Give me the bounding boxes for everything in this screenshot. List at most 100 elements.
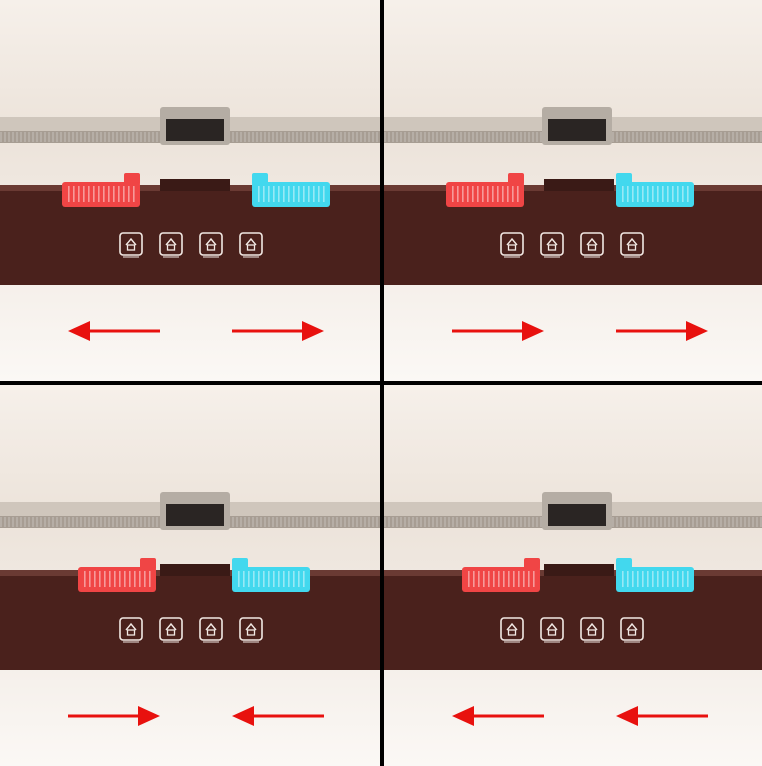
slider-ridge — [68, 186, 70, 202]
panel-top-left — [0, 0, 380, 381]
icon-roof — [245, 622, 257, 631]
slider-ridge — [98, 186, 100, 202]
brush-fiber — [128, 132, 130, 142]
icon-frame — [580, 232, 604, 256]
brush-fiber — [412, 132, 414, 142]
icon-roof — [626, 237, 638, 246]
brush-fiber — [760, 517, 762, 527]
brush-fiber — [636, 132, 638, 142]
brush-fiber — [452, 517, 454, 527]
brush-fiber — [756, 132, 758, 142]
slider-ridge — [73, 186, 75, 202]
brush-fiber — [488, 132, 490, 142]
brush-fiber — [316, 132, 318, 142]
brush-fiber — [484, 517, 486, 527]
brush-fiber — [340, 517, 342, 527]
icon-roof — [165, 237, 177, 246]
slider-ridge — [253, 571, 255, 587]
brush-fiber — [292, 132, 294, 142]
icon-roof — [546, 622, 558, 631]
brush-fiber — [660, 517, 662, 527]
brush-fiber — [8, 132, 10, 142]
brush-fiber — [612, 132, 614, 142]
brush-fiber — [456, 517, 458, 527]
brush-fiber — [304, 517, 306, 527]
slider-ridge — [687, 571, 689, 587]
brush-fiber — [532, 132, 534, 142]
slider-ridge — [473, 571, 475, 587]
brush-fiber — [32, 517, 34, 527]
icon-house — [246, 244, 256, 251]
icon-roof — [586, 237, 598, 246]
brush-fiber — [684, 517, 686, 527]
brush-fiber — [400, 132, 402, 142]
brush-fiber — [284, 132, 286, 142]
slider-ridge — [478, 571, 480, 587]
brush-fiber — [444, 132, 446, 142]
brush-fiber — [300, 132, 302, 142]
slider-ridge — [498, 571, 500, 587]
home-icon — [500, 232, 524, 258]
slider-ridge — [497, 186, 499, 202]
brush-fiber — [624, 132, 626, 142]
slider-ridge — [482, 186, 484, 202]
panel-top-right — [384, 0, 762, 381]
arrow-shaft — [232, 329, 304, 333]
slider-ridge — [487, 186, 489, 202]
brush-fiber — [708, 517, 710, 527]
slider-ridge — [647, 186, 649, 202]
rail-clip-window — [548, 504, 606, 526]
slider-ridge — [283, 186, 285, 202]
slider-body — [616, 182, 694, 207]
brush-fiber — [528, 132, 530, 142]
brush-fiber — [740, 517, 742, 527]
brush-fiber — [92, 132, 94, 142]
brush-fiber — [428, 132, 430, 142]
slider-ridge — [99, 571, 101, 587]
brush-fiber — [620, 132, 622, 142]
brush-fiber — [748, 517, 750, 527]
icon-roof — [586, 622, 598, 631]
brush-fiber — [148, 132, 150, 142]
brush-fiber — [332, 517, 334, 527]
brush-fiber — [280, 132, 282, 142]
slider-body — [232, 567, 310, 592]
brush-fiber — [680, 132, 682, 142]
arrow-shaft — [88, 329, 160, 333]
brush-fiber — [408, 132, 410, 142]
brush-fiber — [152, 517, 154, 527]
panel-illustration — [0, 385, 380, 766]
brush-fiber — [340, 132, 342, 142]
home-right-icon — [540, 232, 564, 258]
brush-fiber — [372, 517, 374, 527]
brush-fiber — [696, 132, 698, 142]
slider-ridge — [477, 186, 479, 202]
brush-fiber — [124, 132, 126, 142]
brush-fiber — [376, 517, 378, 527]
brush-fiber — [88, 132, 90, 142]
slider-ridge — [83, 186, 85, 202]
brush-fiber — [624, 517, 626, 527]
brush-fiber — [328, 517, 330, 527]
brush-fiber — [628, 132, 630, 142]
slider-ridge — [672, 186, 674, 202]
slider-ridge — [283, 571, 285, 587]
slider-ridge — [323, 186, 325, 202]
slider-ridge — [627, 571, 629, 587]
brush-fiber — [664, 517, 666, 527]
arrow-head — [138, 706, 160, 726]
icon-frame — [620, 617, 644, 641]
brush-fiber — [368, 132, 370, 142]
slider-ridge — [139, 571, 141, 587]
home-icon — [119, 232, 143, 258]
blue-slider — [232, 558, 310, 592]
slider-ridge — [677, 571, 679, 587]
slider-ridge — [293, 186, 295, 202]
brush-fiber — [696, 517, 698, 527]
slider-ridge — [78, 186, 80, 202]
slider-ridge — [288, 186, 290, 202]
slider-ridge — [273, 186, 275, 202]
brush-fiber — [724, 132, 726, 142]
brush-fiber — [660, 132, 662, 142]
